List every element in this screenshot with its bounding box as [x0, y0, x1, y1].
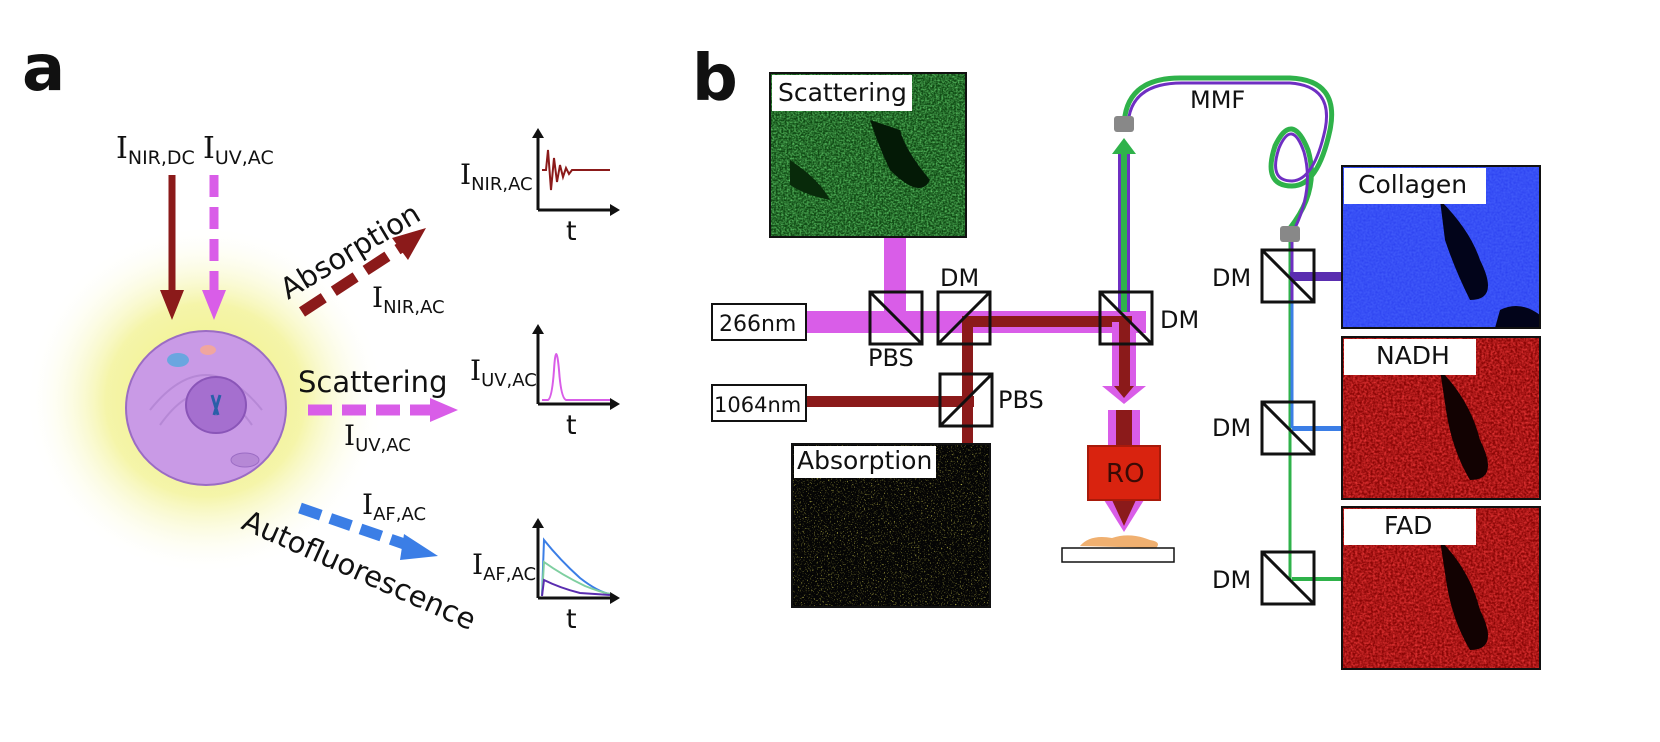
absorption-intensity-label: INIR,AC [372, 281, 445, 318]
fiber-cable [1121, 75, 1335, 230]
fiber-label: MMF [1190, 86, 1245, 114]
sample-slide [1061, 547, 1175, 563]
incident-uv-arrow [202, 175, 226, 320]
graph-af-signal-purple [541, 578, 611, 597]
laser-266-box [711, 303, 807, 341]
collagen-image: Collagen [1341, 165, 1541, 329]
dm-right-splitter [1098, 290, 1154, 346]
dm-collagen-label: DM [1212, 264, 1251, 292]
panel-a: a INIR,DC IUV,AC [22, 32, 620, 637]
absorption-image-label: Absorption [797, 446, 932, 475]
fiber-connector-top [1114, 116, 1134, 132]
dm-nadh-splitter [1260, 400, 1316, 456]
nadh-branch [1292, 426, 1342, 431]
scattering-intensity-label: IUV,AC [344, 419, 411, 456]
cell-icon [125, 330, 287, 486]
objective-label: RO [1106, 459, 1145, 489]
graph-uv-ylabel: IUV,AC [470, 354, 537, 391]
absorption-arrow [298, 228, 426, 317]
pbs-bottom-label: PBS [998, 386, 1044, 414]
nir-beam-input [806, 396, 974, 407]
graph-af-ylabel: IAF,AC [472, 548, 536, 585]
laser-1064-label: 1064nm [714, 393, 801, 417]
dm-top-label: DM [940, 264, 979, 292]
graph-uv: IUV,AC t [470, 324, 620, 441]
graph-nir-signal [542, 149, 610, 191]
panel-b-letter: b [692, 42, 738, 116]
scattering-label: Scattering [298, 365, 447, 399]
nir-beam-horizontal [962, 316, 1132, 327]
collagen-image-label: Collagen [1358, 170, 1467, 199]
incident-nir-arrow [160, 175, 184, 320]
pbs-top-label: PBS [868, 344, 914, 372]
objective-lens [1087, 445, 1161, 501]
laser-1064-box [711, 384, 807, 422]
collagen-branch [1290, 272, 1344, 281]
graph-af: IAF,AC t [472, 518, 620, 635]
fad-image-label: FAD [1384, 511, 1432, 540]
dm-fad-splitter [1260, 550, 1316, 606]
graph-uv-xlabel: t [566, 410, 577, 441]
pbs-bottom-splitter [938, 372, 994, 428]
panel-b: b [692, 42, 1541, 670]
graph-nir-xlabel: t [566, 216, 577, 247]
fad-branch [1292, 577, 1342, 581]
pbs-top-splitter [868, 290, 924, 346]
graph-af-xlabel: t [566, 604, 577, 635]
nadh-image: NADH [1341, 336, 1541, 500]
autofluorescence-arrow [298, 502, 438, 560]
dm-fad-label: DM [1212, 566, 1251, 594]
dm-nadh-label: DM [1212, 414, 1251, 442]
graph-af-signal-green [541, 560, 611, 597]
graph-nir-ylabel: INIR,AC [460, 158, 533, 195]
graph-nir: INIR,AC t [460, 128, 620, 247]
uv-beam-to-scattering [884, 236, 906, 322]
dm-right-label: DM [1160, 306, 1199, 334]
tissue-sample [1080, 535, 1158, 548]
laser-266-label: 266nm [719, 312, 796, 337]
fad-image: FAD [1341, 506, 1541, 670]
beam-paths [806, 138, 1146, 532]
scattering-image: Scattering [769, 72, 967, 238]
graph-uv-signal [542, 353, 610, 401]
incident-nir-label: INIR,DC [116, 131, 195, 169]
autofluorescence-label: Autofluorescence [237, 503, 481, 637]
incident-uv-label: IUV,AC [203, 131, 274, 169]
absorption-image: Absorption [791, 443, 991, 608]
nir-beam-vertical [962, 318, 973, 446]
autofluorescence-intensity-label: IAF,AC [362, 488, 426, 525]
dm-collagen-splitter [1260, 248, 1316, 304]
scattering-image-label: Scattering [778, 78, 907, 107]
panel-a-letter: a [22, 32, 65, 106]
nadh-image-label: NADH [1376, 341, 1450, 370]
scattering-arrow [308, 398, 458, 422]
fiber-connector-bottom [1280, 226, 1300, 242]
dm-top-splitter [936, 290, 992, 346]
